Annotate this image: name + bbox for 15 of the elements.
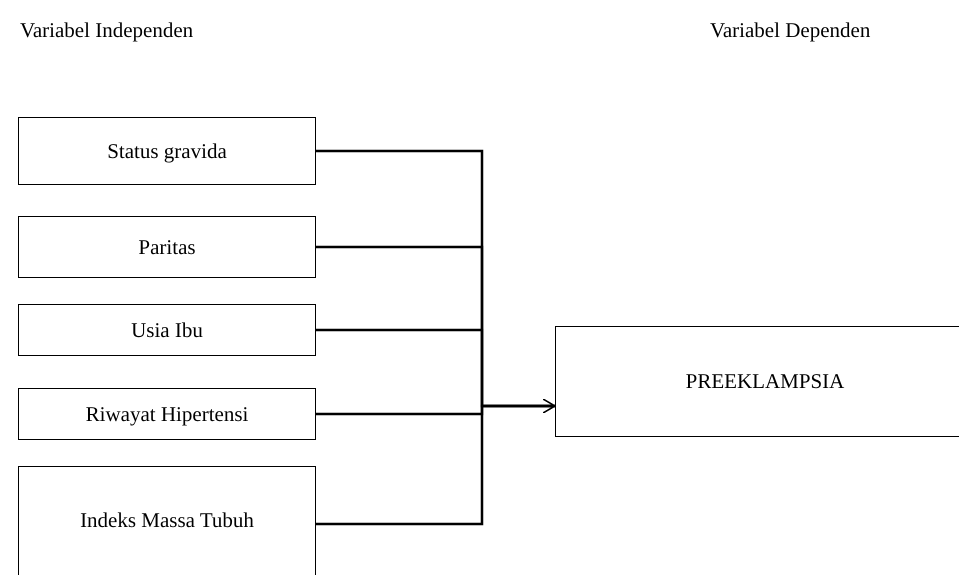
column-heading: Variabel Independen (20, 18, 194, 43)
box-label: Paritas (138, 234, 196, 261)
variable-box (18, 216, 316, 278)
box-label: Usia Ibu (131, 316, 203, 344)
variable-box (18, 466, 316, 575)
variable-box (555, 326, 959, 437)
variable-box (18, 304, 316, 356)
variable-box (18, 117, 316, 185)
box-label: PREEKLAMPSIA (686, 368, 844, 396)
box-label: Riwayat Hipertensi (86, 400, 248, 428)
box-label: Status gravida (107, 138, 227, 165)
column-heading: Variabel Dependen (710, 18, 870, 43)
connector-arrow (316, 398, 556, 526)
variable-box (18, 388, 316, 440)
box-label: Indeks Massa Tubuh (80, 506, 254, 534)
